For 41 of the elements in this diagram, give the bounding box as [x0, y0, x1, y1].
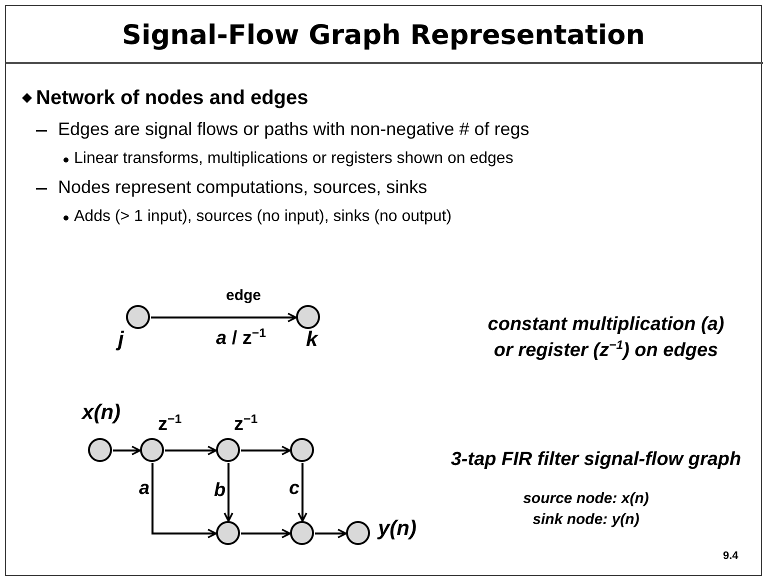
node-label: k [306, 328, 318, 352]
node-circle [216, 521, 240, 545]
note-text: sink node: y(n) [532, 511, 640, 528]
node-circle [290, 521, 314, 545]
arrow [224, 463, 234, 522]
edge-label: z$^{−1}$ [158, 414, 182, 436]
arrow [241, 446, 291, 456]
node-circle [290, 438, 314, 462]
arrow [152, 463, 217, 538]
node-circle [88, 438, 112, 462]
node-circle [296, 305, 320, 329]
bullet-text: Edges are signal flows or paths with non-negative # of regs [58, 119, 530, 140]
note-text: source node: x(n) [522, 490, 650, 507]
arrow [151, 312, 297, 322]
edge-label: a [139, 478, 150, 500]
edge-label: b [214, 480, 226, 502]
arrow [241, 528, 291, 538]
edge-name: edge [226, 287, 262, 304]
arrow [315, 528, 347, 538]
arrow [113, 446, 141, 456]
bullet-text: Adds (> 1 input), sources (no input), sinks (no output) [74, 208, 452, 226]
node-label: x(n) [82, 401, 121, 425]
caption-text: or register (z$^{−1}$) on edges [492, 340, 720, 362]
edge-label: z$^{−1}$ [234, 414, 258, 436]
edge-label: c [289, 478, 300, 500]
node-circle [126, 305, 150, 329]
caption-text: constant multiplication (a) [486, 314, 726, 336]
slide-number: 9.4 [723, 550, 738, 562]
bullet-text: Nodes represent computations, sources, sinks [58, 177, 428, 198]
node-label: y(n) [378, 517, 416, 541]
bullet-text: Network of nodes and edges [36, 87, 308, 110]
node-label: j [118, 328, 124, 352]
slide-title: Signal-Flow Graph Representation [121, 20, 646, 51]
node-circle [346, 521, 370, 545]
edge-label: a / z$^{−1}$ [216, 328, 266, 350]
node-circle [216, 438, 240, 462]
node-circle [140, 438, 164, 462]
bullet-text: Linear transforms, multiplications or registers shown on edges [74, 150, 514, 168]
caption-text: 3-tap FIR filter signal-flow graph [450, 449, 742, 471]
arrow [165, 446, 217, 456]
arrow [298, 463, 308, 522]
